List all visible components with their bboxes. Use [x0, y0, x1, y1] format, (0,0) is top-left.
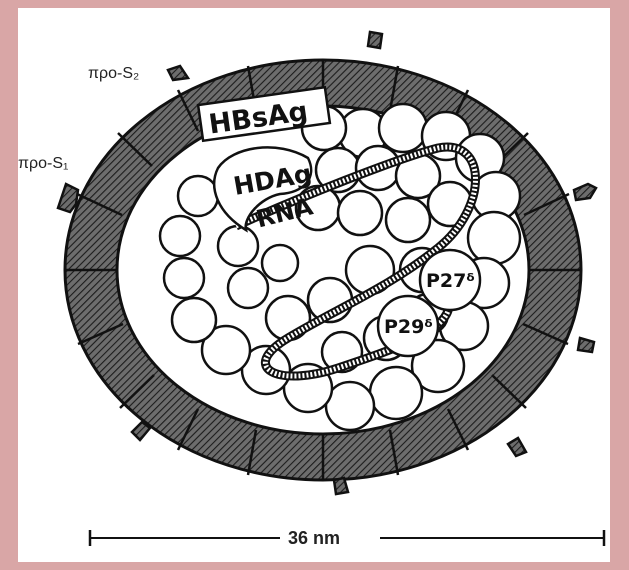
p29-label: P29ᵟ: [384, 316, 433, 338]
hdv-virion-diagram: HBsAg HDAg RNA P27ᵟ P29ᵟ πρo-S₂ πρo-S₁ 3…: [18, 8, 610, 562]
pre-s1-label: πρo-S₁: [18, 155, 68, 172]
p27-sphere: P27ᵟ: [420, 250, 480, 310]
p29-sphere: P29ᵟ: [378, 296, 438, 356]
scale-bar: 36 nm: [90, 528, 604, 548]
pre-s2-label: πρo-S₂: [88, 65, 139, 82]
p27-label: P27ᵟ: [426, 270, 475, 292]
diagram-panel: HBsAg HDAg RNA P27ᵟ P29ᵟ πρo-S₂ πρo-S₁ 3…: [18, 8, 610, 562]
scale-label: 36 nm: [288, 528, 340, 548]
